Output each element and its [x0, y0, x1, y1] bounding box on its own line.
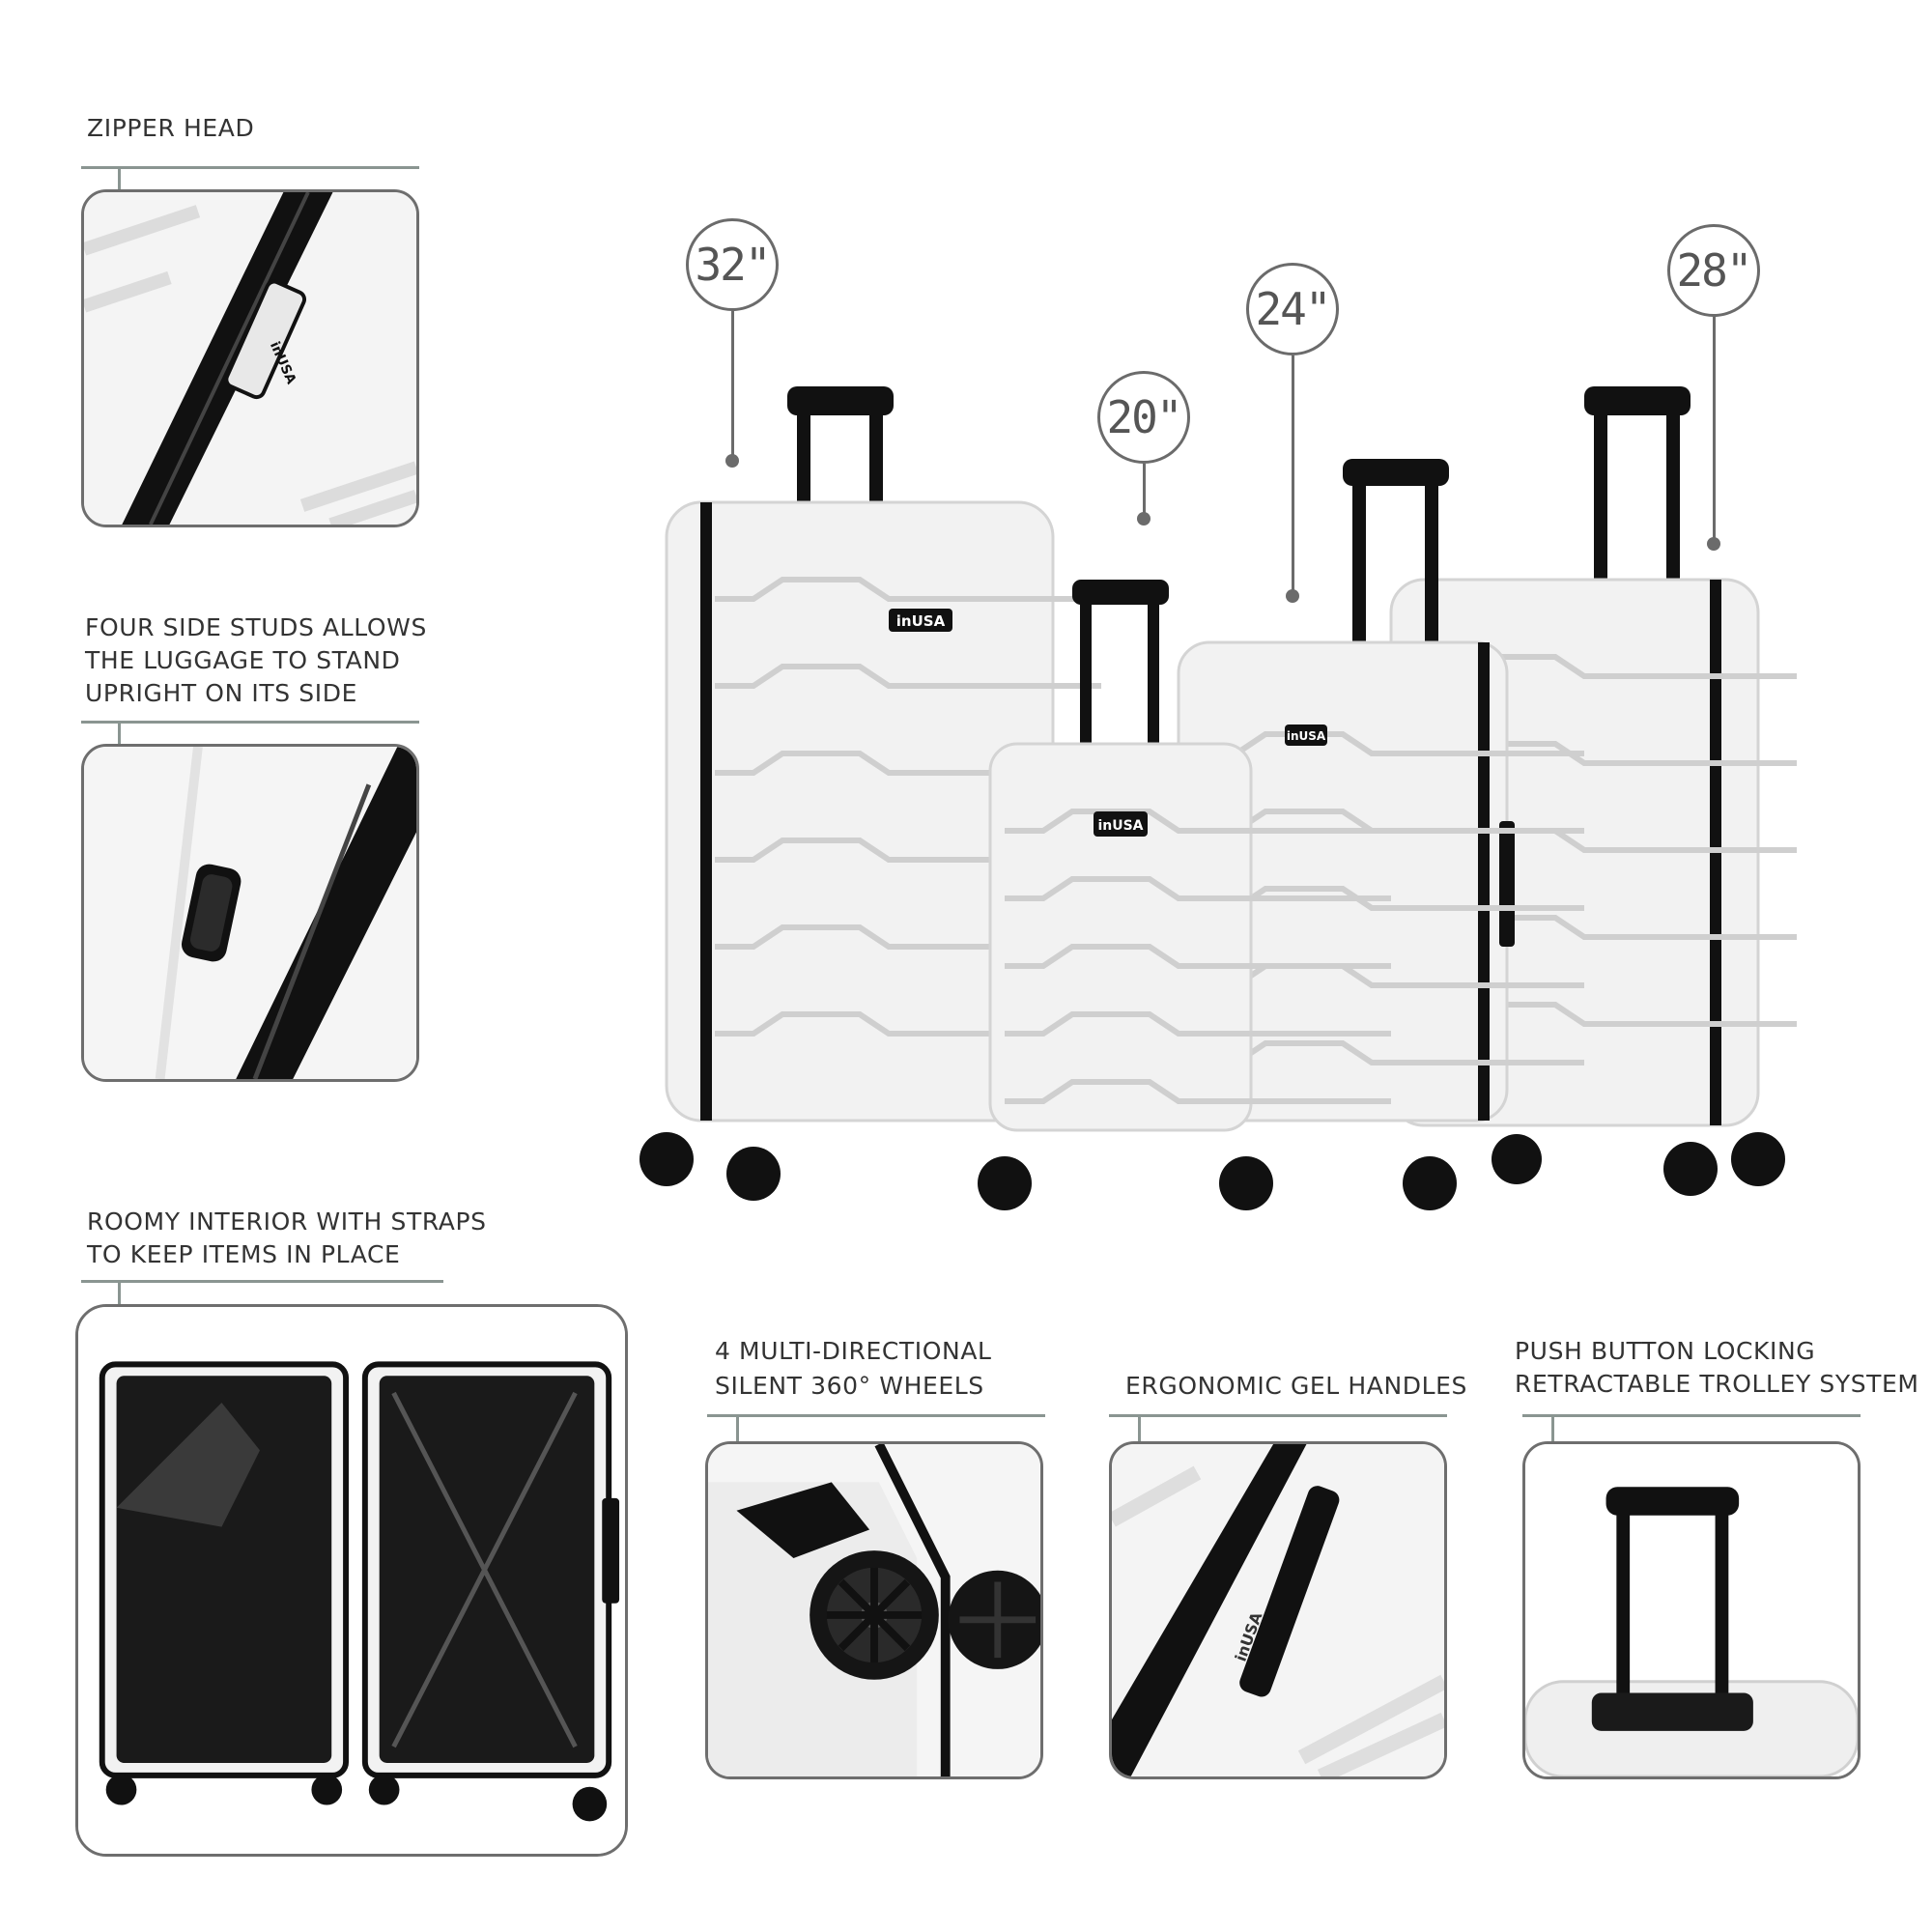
- open-suitcase-icon: [78, 1307, 625, 1854]
- size-dot-24: [1286, 589, 1299, 603]
- suitcase-24: inUSA: [1177, 459, 1584, 1210]
- zipper-head-rule: [81, 166, 419, 169]
- zipper-head-label: ZIPPER HEAD: [87, 114, 255, 142]
- interior-label-line2: TO KEEP ITEMS IN PLACE: [87, 1240, 401, 1268]
- studs-label-line2: THE LUGGAGE TO STAND: [85, 646, 401, 674]
- wheels-rule: [707, 1414, 1045, 1417]
- size-badge-24: 24": [1246, 263, 1339, 355]
- brand-logo-20: inUSA: [1097, 818, 1143, 834]
- size-dot-32: [725, 454, 739, 468]
- brand-logo-32: inUSA: [896, 612, 946, 630]
- size-dot-20: [1137, 512, 1151, 526]
- side-stud-closeup-icon: [84, 747, 416, 1079]
- studs-panel: [81, 744, 419, 1082]
- zipper-head-panel: inUSA: [81, 189, 419, 527]
- studs-tick: [118, 723, 121, 744]
- studs-label-line1: FOUR SIDE STUDS ALLOWS: [85, 613, 427, 641]
- interior-tick: [118, 1282, 121, 1305]
- size-dot-28: [1707, 537, 1720, 551]
- wheels-panel: [705, 1441, 1043, 1779]
- interior-panel: [75, 1304, 628, 1857]
- wheels-label-line1: 4 MULTI-DIRECTIONAL: [715, 1337, 992, 1365]
- size-stem-32: [731, 311, 734, 458]
- luggage-set-image: inUSA inUSA inUSA: [639, 386, 1806, 1210]
- size-stem-28: [1713, 317, 1716, 541]
- wheels-tick: [736, 1416, 739, 1441]
- spinner-wheel-icon: [708, 1444, 1040, 1776]
- size-stem-24: [1292, 355, 1294, 593]
- trolley-tick: [1551, 1416, 1554, 1441]
- interior-label-line1: ROOMY INTERIOR WITH STRAPS: [87, 1208, 487, 1236]
- handles-label: ERGONOMIC GEL HANDLES: [1125, 1372, 1468, 1400]
- zipper-head-tick: [118, 168, 121, 189]
- interior-rule: [81, 1280, 443, 1283]
- studs-label-line3: UPRIGHT ON ITS SIDE: [85, 679, 357, 707]
- handles-panel: inUSA: [1109, 1441, 1447, 1779]
- size-badge-32: 32": [686, 218, 779, 311]
- trolley-handle-icon: [1525, 1444, 1858, 1776]
- trolley-rule: [1522, 1414, 1861, 1417]
- side-handle-icon: inUSA: [1112, 1444, 1444, 1776]
- trolley-label-line2: RETRACTABLE TROLLEY SYSTEM: [1515, 1370, 1919, 1398]
- handles-rule: [1109, 1414, 1447, 1417]
- zipper-closeup-icon: inUSA: [84, 192, 416, 525]
- size-stem-20: [1143, 464, 1146, 516]
- size-badge-20: 20": [1097, 371, 1190, 464]
- trolley-panel: [1522, 1441, 1861, 1779]
- size-badge-28: 28": [1667, 224, 1760, 317]
- wheels-label-line2: SILENT 360° WHEELS: [715, 1372, 984, 1400]
- brand-logo-24: inUSA: [1287, 729, 1326, 743]
- handles-tick: [1138, 1416, 1141, 1441]
- suitcase-32: inUSA: [639, 386, 1101, 1201]
- studs-rule: [81, 721, 419, 724]
- suitcase-20: inUSA: [978, 580, 1391, 1210]
- trolley-label-line1: PUSH BUTTON LOCKING: [1515, 1337, 1816, 1365]
